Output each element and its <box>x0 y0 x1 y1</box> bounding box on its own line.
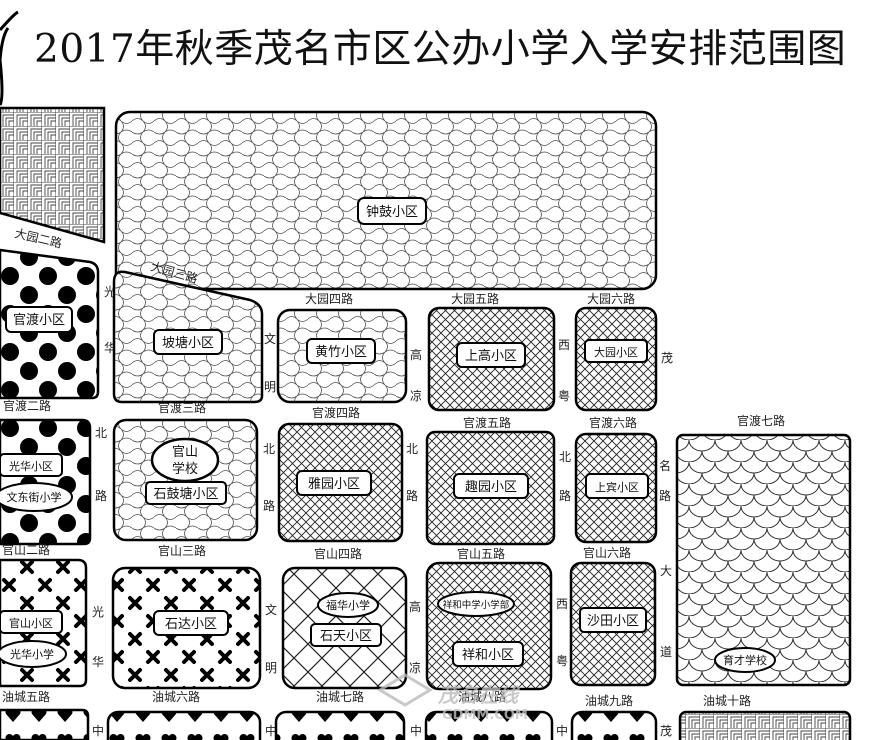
label-fuhua: 福华小学 <box>326 598 370 612</box>
road-xiyue-2a: 西 <box>556 597 568 611</box>
label-shiguotang: 石鼓塘小区 <box>153 486 218 502</box>
watermark-url: GDMM.COM <box>442 708 528 723</box>
road-wenming-1b: 明 <box>264 380 276 394</box>
road-xiyue-1a: 西 <box>558 338 570 352</box>
road-guandu7: 官渡七路 <box>737 413 785 428</box>
road-xiyue-bei-b: 路 <box>559 488 571 503</box>
road-guandu3: 官渡三路 <box>158 400 206 415</box>
block-xianghe <box>425 561 553 691</box>
road-guanghua-2a: 光 <box>92 605 104 619</box>
road-youcheng10: 油城十路 <box>703 693 751 708</box>
road-youcheng7: 油城七路 <box>316 689 364 704</box>
road-zhong-3: 中 <box>410 723 422 738</box>
road-dayuan4: 大园四路 <box>305 291 353 306</box>
road-xiyue-1b: 粤 <box>558 388 570 403</box>
block-bottom-3 <box>274 710 406 740</box>
label-guanghuaxiaoqu: 光华小区 <box>9 459 53 473</box>
road-guandu2: 官渡二路 <box>3 398 51 413</box>
road-wenming-2a: 文 <box>265 602 277 617</box>
road-guanghua-bei-b: 路 <box>95 488 107 503</box>
label-guanshanxuexiao-1: 官山 <box>172 444 198 460</box>
label-guanshanxuexiao-2: 学校 <box>172 461 198 477</box>
curve-road <box>0 10 19 61</box>
road-guanghua-bei-a: 北 <box>95 426 107 440</box>
road-dadao-b: 道 <box>660 645 672 659</box>
road-wenming-2b: 明 <box>265 661 277 675</box>
label-yayuan: 雅园小区 <box>308 477 360 492</box>
label-xianghezhongxue: 祥和中学小学部 <box>443 599 510 611</box>
label-dayuan: 大园小区 <box>594 345 638 359</box>
label-huangzhu: 黄竹小区 <box>315 345 367 360</box>
road-gaoliang-2a: 高 <box>409 599 421 614</box>
road-guanshan5: 官山五路 <box>457 546 505 561</box>
road-maoming-1: 茂 <box>661 351 673 365</box>
label-xianghe: 祥和小区 <box>462 648 514 663</box>
road-dadao-a: 大 <box>660 564 672 578</box>
road-gaoliang-bei-a: 北 <box>406 442 418 456</box>
watermark-brand: 茂名在线 <box>437 683 521 707</box>
road-youcheng5: 油城五路 <box>2 689 50 704</box>
label-quyuan: 趣园小区 <box>465 480 517 495</box>
road-zhong-1: 中 <box>92 723 104 738</box>
label-zhonggu: 钟鼓小区 <box>366 204 418 220</box>
block-guanghua <box>0 418 92 546</box>
road-guanghua-2b: 华 <box>92 655 104 669</box>
road-guanshan6: 官山六路 <box>583 545 631 560</box>
road-wenming-bei-a: 北 <box>263 442 275 456</box>
label-shitian: 石天小区 <box>320 629 372 644</box>
road-dayuan6: 大园六路 <box>587 291 635 306</box>
road-guandu6: 官渡六路 <box>589 415 637 430</box>
road-maoming-bei-a: 名 <box>659 458 671 473</box>
road-guanshan3: 官山三路 <box>158 543 206 558</box>
label-guanghuaxiaoxue: 光华小学 <box>10 647 54 661</box>
label-shatian: 沙田小区 <box>587 614 639 629</box>
road-zhong-4: 中 <box>556 723 568 738</box>
label-shanggao: 上高小区 <box>465 348 517 364</box>
block-bottom-1 <box>0 708 90 740</box>
road-gaoliang-1a: 高 <box>410 347 422 362</box>
road-guandu4: 官渡四路 <box>312 405 360 420</box>
road-youcheng6: 油城六路 <box>152 689 200 704</box>
road-zhong-2: 中 <box>265 723 277 738</box>
road-maoming-bei-b: 路 <box>659 488 671 503</box>
label-guandu: 官渡小区 <box>13 312 65 328</box>
road-gaoliang-2b: 凉 <box>409 660 421 675</box>
page-title: 2017年秋季茂名市区公办小学入学安排范围图 <box>34 27 847 72</box>
road-dayuan5: 大园五路 <box>451 291 499 306</box>
block-bottom-2 <box>106 710 262 740</box>
label-potang: 坡塘小区 <box>162 335 214 351</box>
road-guandu5: 官渡五路 <box>463 415 511 430</box>
road-youcheng9: 油城九路 <box>585 693 633 708</box>
block-grid-topleft <box>0 106 106 244</box>
label-shangbin: 上宾小区 <box>595 480 639 494</box>
block-bottom-5 <box>570 710 658 740</box>
road-guanshan4: 官山四路 <box>314 546 362 561</box>
label-shida: 石达小区 <box>165 617 217 632</box>
block-yucai <box>675 433 852 687</box>
watermark-logo-icon <box>377 673 433 707</box>
road-maoming-2: 茂 <box>660 724 672 738</box>
road-youcheng8: 油城八路 <box>458 689 506 704</box>
road-xiyue-bei-a: 北 <box>559 450 571 464</box>
block-bottom-4 <box>424 710 554 740</box>
label-yucai: 育才学校 <box>723 653 767 667</box>
road-wenming-1a: 文 <box>264 331 276 346</box>
watermark: 茂名在线 GDMM.COM <box>377 673 528 723</box>
road-gaoliang-bei-b: 路 <box>406 488 418 503</box>
block-bottom-6 <box>678 710 852 740</box>
road-gaoliang-1b: 凉 <box>410 388 422 403</box>
label-guanshanxiaoqu: 官山小区 <box>9 616 53 630</box>
road-guanshan2: 官山二路 <box>2 542 50 557</box>
road-wenming-bei-b: 路 <box>263 498 275 513</box>
road-xiyue-2b: 粤 <box>556 653 568 668</box>
label-wendongjie: 文东街小学 <box>7 490 62 504</box>
